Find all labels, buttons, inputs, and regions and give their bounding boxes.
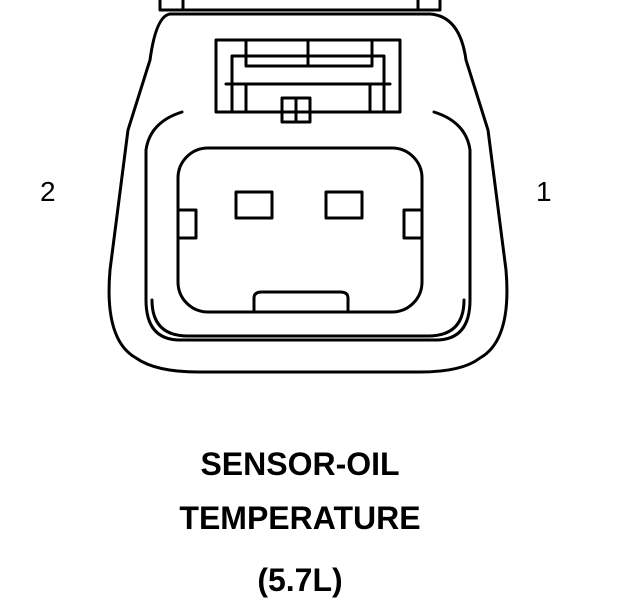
right-latch-tab — [416, 0, 442, 12]
connector-ledge-inner — [150, 298, 466, 338]
connector-housing-outer — [107, 12, 509, 374]
terminal-cavity — [176, 146, 424, 314]
left-key — [176, 208, 198, 240]
left-latch-tab — [158, 0, 185, 12]
lock-tab-step-right — [368, 82, 392, 114]
pin-label-1: 1 — [536, 176, 552, 207]
lock-tab-step-left — [224, 82, 248, 114]
bottom-key — [252, 290, 350, 314]
lock-tab-outer — [214, 38, 402, 114]
caption-line-1: SENSOR-OIL — [200, 446, 400, 482]
caption-line-2: TEMPERATURE — [179, 500, 421, 536]
caption-line-3: (5.7L) — [257, 562, 343, 598]
terminal-2 — [234, 190, 274, 220]
right-key — [402, 208, 424, 240]
pin-label-2: 2 — [40, 176, 56, 207]
connector-ledge — [144, 110, 472, 342]
terminal-1 — [324, 190, 364, 220]
